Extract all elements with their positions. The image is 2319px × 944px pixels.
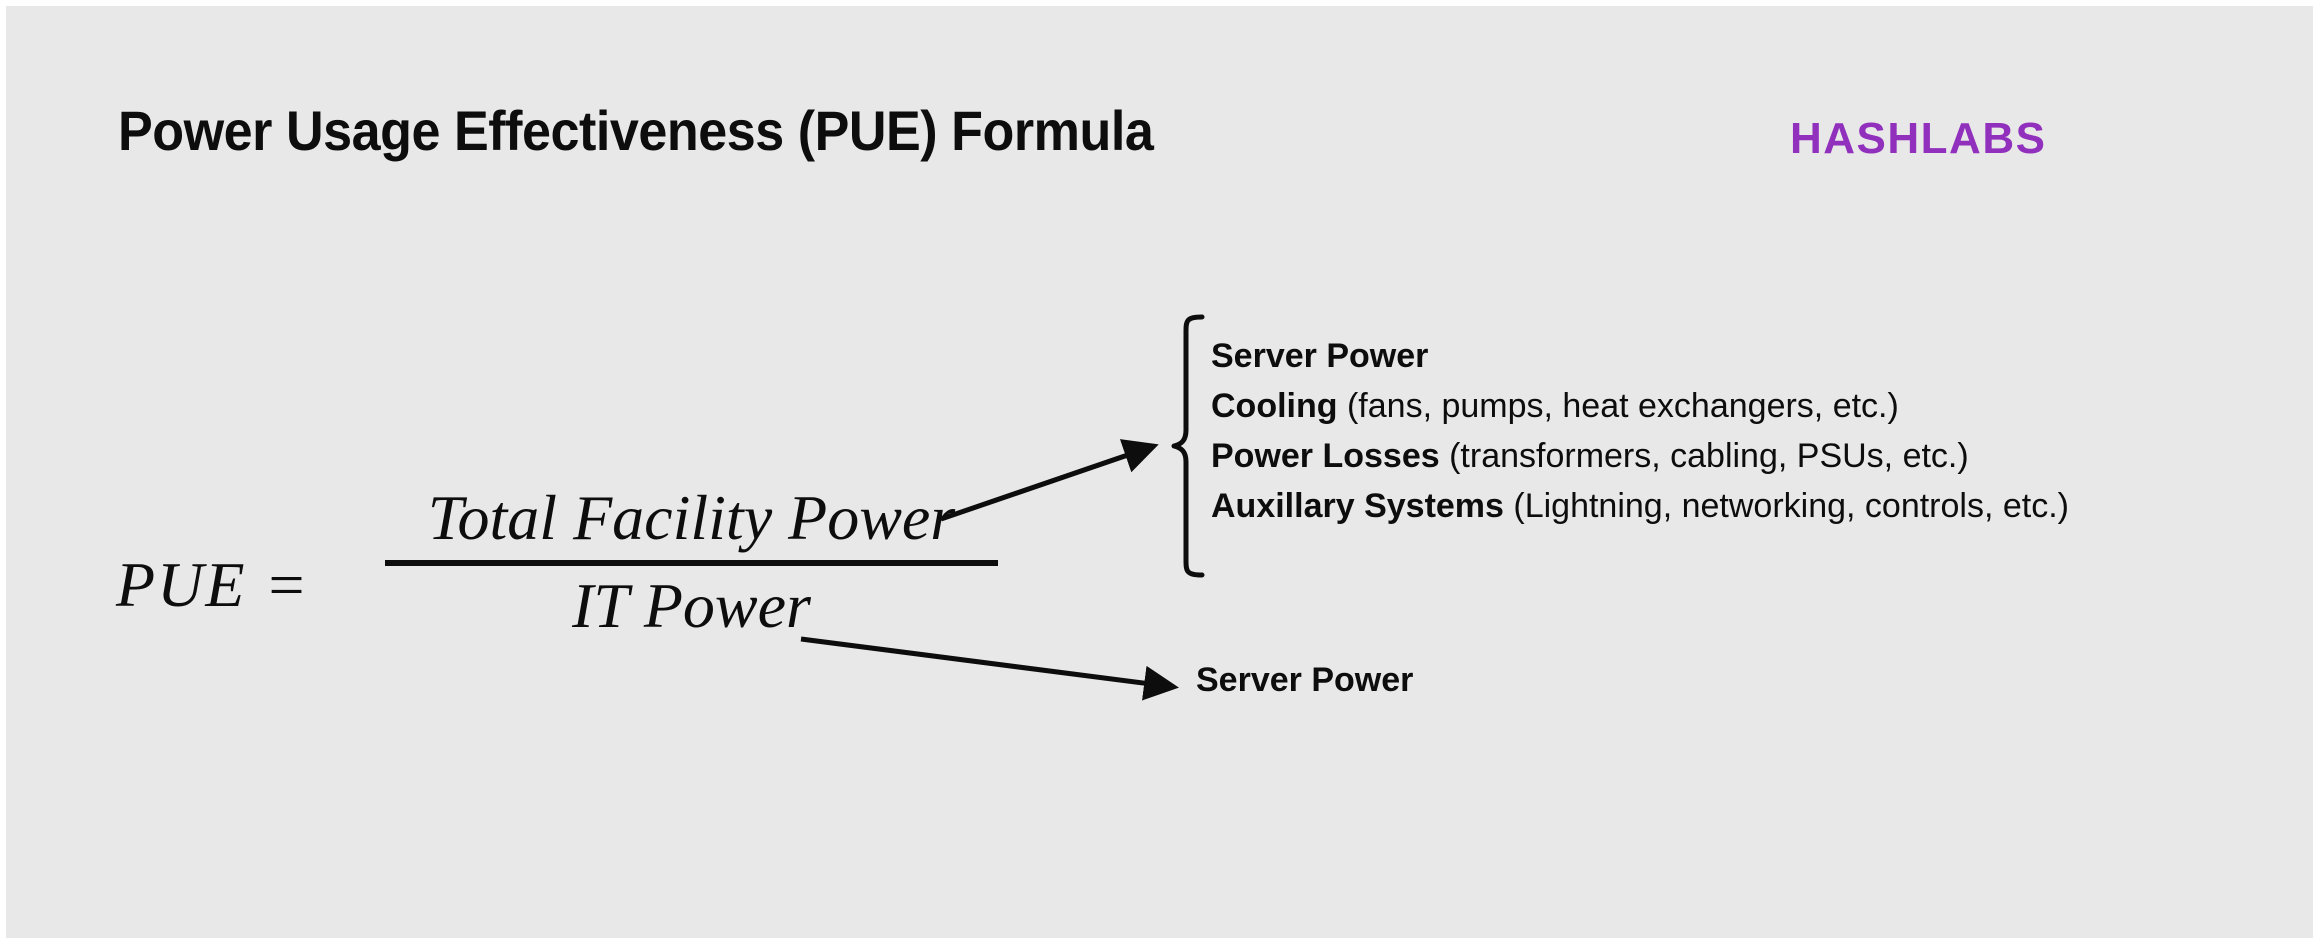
list-item: Cooling (fans, pumps, heat exchangers, e… (1211, 381, 2069, 431)
hashlabs-logo: HASHLABS (1790, 114, 2047, 163)
component-term: Cooling (1211, 387, 1338, 425)
fraction-bar (385, 560, 998, 566)
component-detail: (Lightning, networking, controls, etc.) (1503, 487, 2069, 525)
component-term: Power Losses (1211, 437, 1440, 475)
component-detail: (fans, pumps, heat exchangers, etc.) (1337, 387, 1899, 425)
formula-left-hand-side: PUE = (116, 549, 310, 620)
numerator-component-list: Server Power Cooling (fans, pumps, heat … (1211, 331, 2069, 531)
numerator-brace (1171, 314, 1205, 578)
page-title: Power Usage Effectiveness (PUE) Formula (118, 99, 1154, 162)
component-term: Auxillary Systems (1211, 487, 1504, 525)
formula-denominator: IT Power (572, 570, 811, 641)
list-item: Power Losses (transformers, cabling, PSU… (1211, 431, 2069, 481)
component-detail: (transformers, cabling, PSUs, etc.) (1439, 437, 1969, 475)
list-item: Server Power (1211, 331, 2069, 381)
formula-fraction: Total Facility Power IT Power (329, 486, 1054, 638)
list-item: Auxillary Systems (Lightning, networking… (1211, 481, 2069, 531)
formula-numerator: Total Facility Power (427, 482, 956, 553)
component-term: Server Power (1211, 337, 1429, 375)
denominator-component-label: Server Power (1196, 661, 1414, 699)
denominator-arrow (800, 636, 1179, 701)
